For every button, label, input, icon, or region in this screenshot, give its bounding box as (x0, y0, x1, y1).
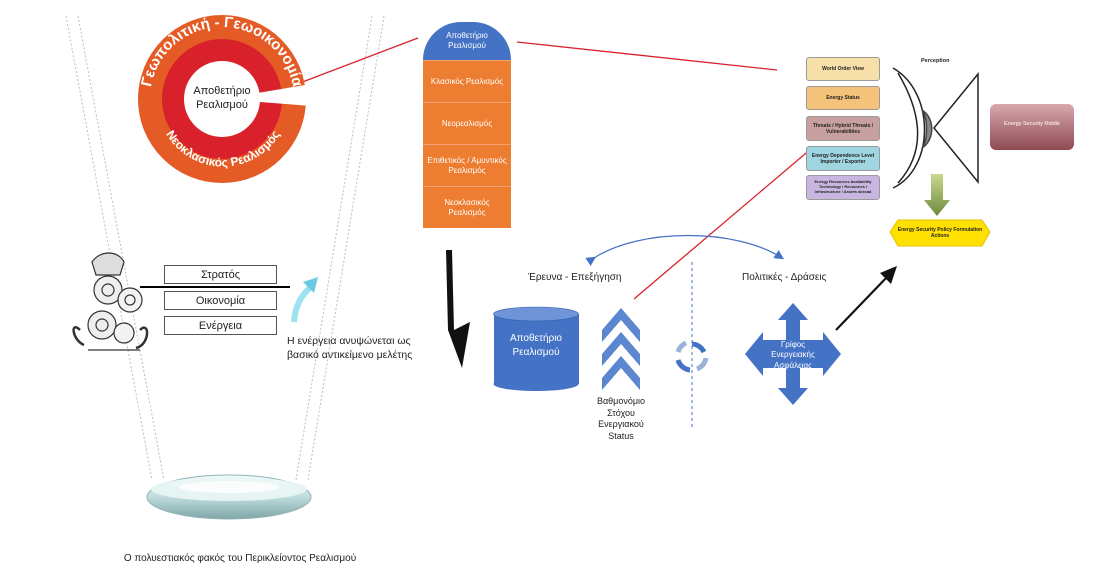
energy-riddle-cross-label: Γρίφος Ενεργειακής Ασφάλειας (771, 340, 815, 370)
energy-resources-box: Energy Resources Availability Technology… (806, 175, 880, 200)
lens-caption: Ο πολυεστιακός φακός του Περικλείοντος Ρ… (123, 553, 357, 564)
outer-arc-bottom-text: Νεοκλασικός Ρεαλισμός (163, 128, 282, 170)
green-down-arrow-icon (924, 174, 950, 216)
world-order-view-box: World Order View (806, 57, 880, 81)
cyan-up-arrow-icon (291, 277, 318, 323)
chevron-caption: Βαθμονόμιο Στόχου Ενεργιακού Status (596, 396, 646, 442)
perception-label: Perception (921, 58, 950, 64)
cylinder-shape (493, 306, 579, 391)
four-way-arrow-icon (745, 303, 841, 405)
funnel-outline (65, 15, 385, 481)
gear-mechanism-icon (72, 252, 290, 351)
research-label: Έρευνα - Επεξήγηση (528, 272, 622, 283)
stack-item: Νεορεαλισμός (423, 102, 511, 144)
up-chevrons-icon (602, 308, 640, 390)
left-box-energy: Ενέργεια (164, 316, 277, 335)
perception-eye-icon (892, 67, 979, 189)
left-box-army: Στρατός (164, 265, 277, 284)
energy-security-riddle-shape (990, 104, 1074, 150)
outer-arc-top-text: Γεωπολιτική - Γεωοικονομία (138, 14, 306, 89)
energy-status-box: Energy Status (806, 86, 880, 110)
policy-formulation-label: Energy Security Policy Formulation Actio… (897, 227, 983, 239)
stack-item: Κλασικός Ρεαλισμός (423, 60, 511, 102)
policy-label: Πολιτικές - Δράσεις (742, 272, 827, 283)
energy-dependence-box: Energy Dependence Level Importer / Expor… (806, 146, 880, 171)
threats-box: Threats / Hybrid Threats / Vulnerabiliti… (806, 116, 880, 141)
lens-icon (146, 474, 312, 520)
stack-item: Επιθετικός / Αμυντικός Ρεαλισμός (423, 144, 511, 186)
circle-center-label: Αποθετήριο Ρεαλισμού (193, 85, 251, 112)
energy-note: Η ενέργεια ανυψώνεται ως βασικό αντικείμ… (287, 335, 413, 362)
down-bent-arrow-icon (446, 250, 470, 368)
stack-item: Νεοκλασικός Ρεαλισμός (423, 186, 511, 228)
double-curved-arrow (585, 234, 785, 266)
energy-security-riddle-label: Energy Security Riddle (1004, 121, 1060, 127)
policy-formulation-shape (889, 219, 991, 247)
left-box-economy: Οικονομία (164, 291, 277, 310)
cycle-icon (675, 340, 709, 373)
realism-circle-diagram (138, 15, 312, 183)
diagonal-arrow-icon (835, 266, 897, 331)
cylinder-label: Αποθετήριο Ρεαλισμού (510, 333, 562, 358)
